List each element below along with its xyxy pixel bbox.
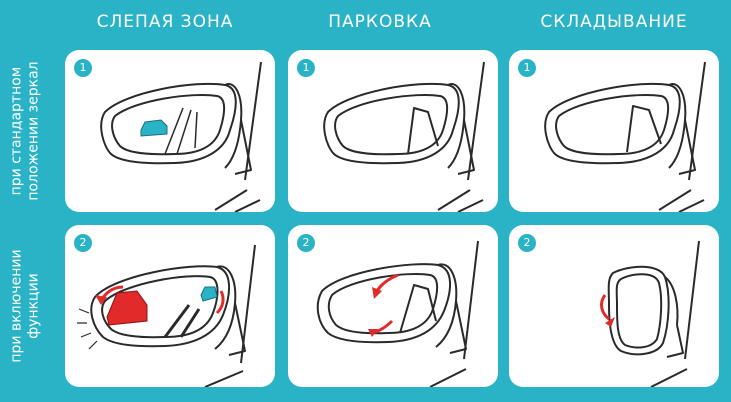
red-car-icon xyxy=(106,290,148,326)
red-arrowhead-icon xyxy=(368,329,378,337)
mirror-illustration xyxy=(77,244,256,387)
row-label-standard-line1: при стандартном xyxy=(9,66,25,196)
step-badge: 2 xyxy=(74,234,92,252)
red-arrowhead-icon xyxy=(372,287,382,299)
mirror-illustration xyxy=(544,61,706,212)
panel-parking-active: 2 xyxy=(288,225,498,387)
mirror-illustration xyxy=(316,240,479,387)
red-arrow-icon xyxy=(371,273,399,335)
mirror-illustration xyxy=(100,61,262,212)
step-badge: 2 xyxy=(297,234,315,252)
red-arrow-icon xyxy=(600,294,610,321)
step-badge: 1 xyxy=(297,59,315,77)
row-label-function-on-line2: функции xyxy=(26,273,43,339)
mirror-illustration xyxy=(323,61,485,212)
column-title-parking: ПАРКОВКА xyxy=(328,12,432,32)
panel-blind-spot-active: 2 xyxy=(65,225,275,387)
row-label-standard-line2: положении зеркал xyxy=(26,61,42,201)
column-title-blind-spot: СЛЕПАЯ ЗОНА xyxy=(96,12,234,32)
blue-car-icon xyxy=(200,286,218,302)
mirror-illustration xyxy=(600,240,700,387)
step-badge: 2 xyxy=(518,234,536,252)
blue-car-icon xyxy=(140,119,168,137)
step-badge: 1 xyxy=(74,59,92,77)
red-arrowhead-icon xyxy=(605,317,615,327)
panel-folding-active: 2 xyxy=(509,225,719,387)
row-label-standard: при стандартном положении зеркал xyxy=(0,50,52,212)
panel-blind-spot-standard: 1 xyxy=(65,50,275,212)
panel-parking-standard: 1 xyxy=(288,50,498,212)
step-badge: 1 xyxy=(518,59,536,77)
row-label-function-on-line1: при включении xyxy=(9,249,26,363)
row-label-function-on: при включении функции xyxy=(0,225,52,387)
red-arrowhead-icon xyxy=(95,295,107,305)
column-title-folding: СКЛАДЫВАНИЕ xyxy=(540,12,688,32)
panel-folding-standard: 1 xyxy=(509,50,719,212)
